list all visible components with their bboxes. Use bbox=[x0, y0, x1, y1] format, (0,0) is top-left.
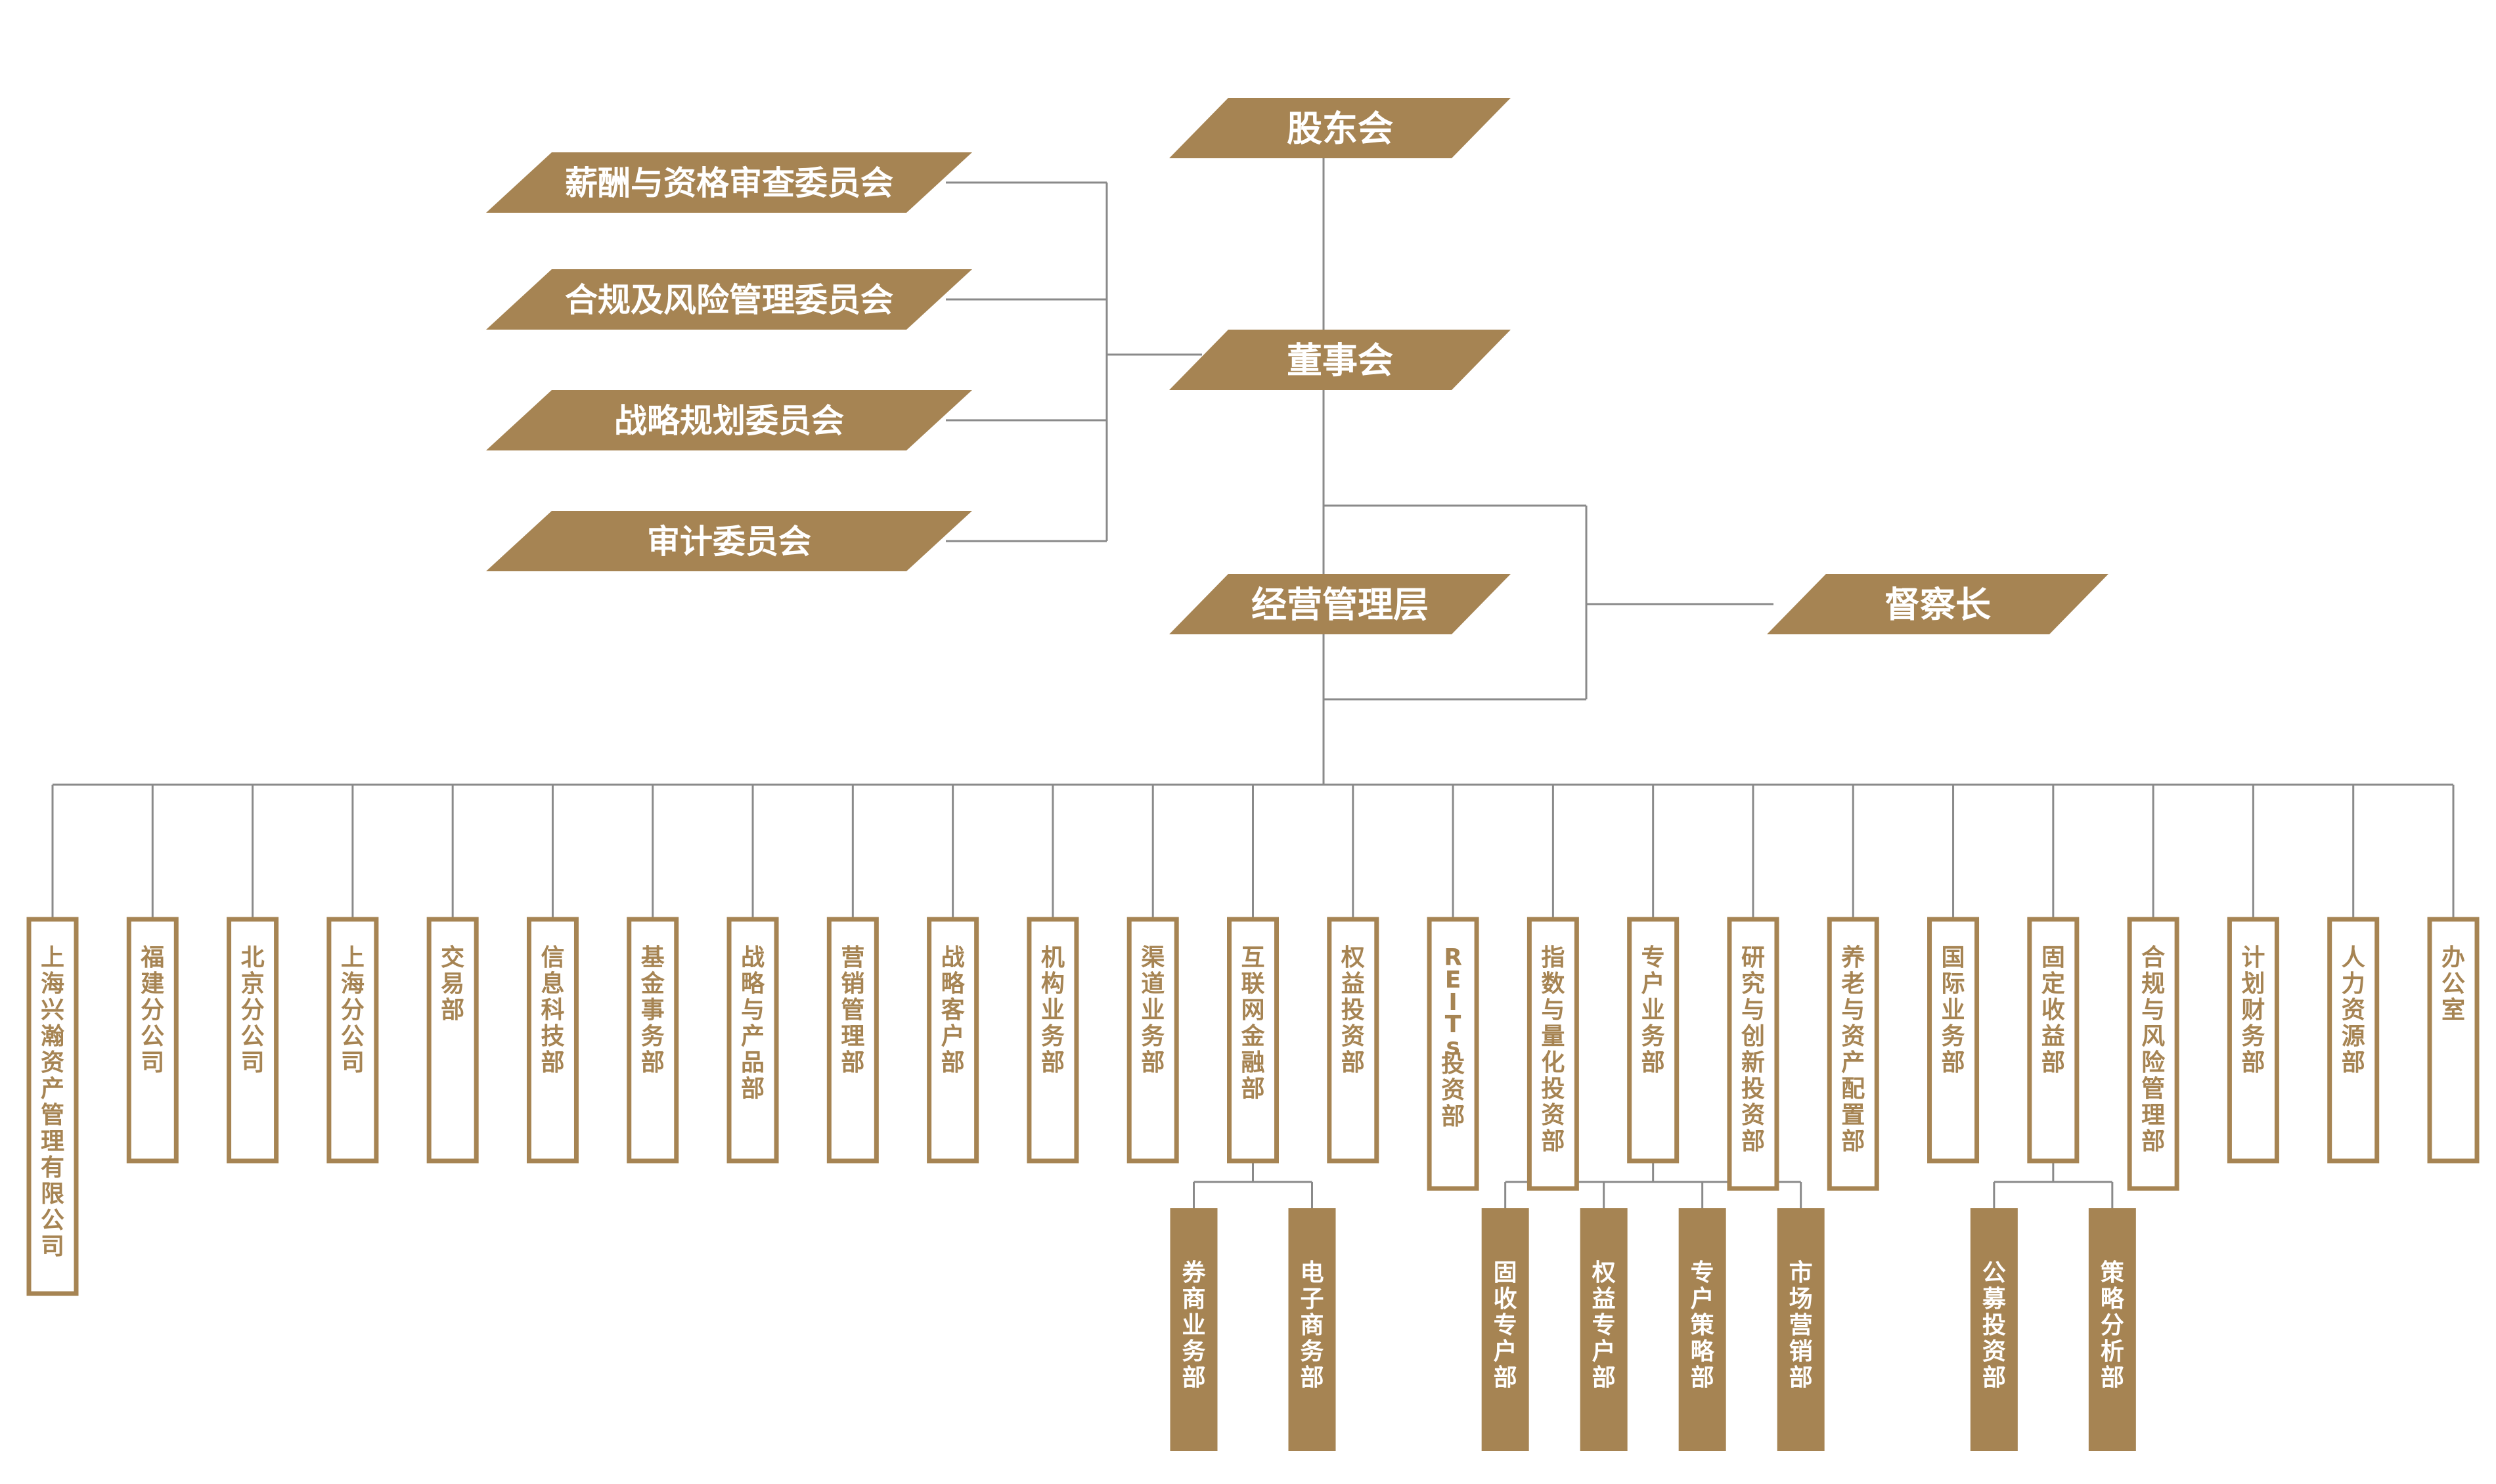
committee-0-shape bbox=[486, 152, 972, 213]
department-8-box bbox=[826, 917, 879, 1164]
committee-3-shape bbox=[486, 511, 972, 571]
department-10-label: 机构业务部 bbox=[1041, 944, 1065, 1076]
department-7-label: 战略与产品部 bbox=[741, 944, 765, 1102]
department-24-label: 办公室 bbox=[2441, 944, 2465, 1024]
department-17-box bbox=[1727, 917, 1779, 1191]
department-12-box bbox=[1227, 917, 1279, 1164]
subdepartment-12-0-box bbox=[1170, 1208, 1218, 1451]
department-4-box bbox=[426, 917, 479, 1164]
department-19-box bbox=[1927, 917, 1980, 1164]
connector-lines bbox=[51, 158, 2455, 1208]
subdepartment-16-2-label: 专户策略部 bbox=[1691, 1259, 1715, 1391]
department-21-box bbox=[2127, 917, 2179, 1191]
committee-1-shape bbox=[486, 269, 972, 330]
subdepartment-16-3-box bbox=[1777, 1208, 1825, 1451]
department-6-label: 基金事务部 bbox=[640, 944, 665, 1076]
department-21-label: 合规与风险管理部 bbox=[2141, 944, 2166, 1155]
board-node-shape bbox=[1169, 330, 1511, 390]
department-23-label: 人力资源部 bbox=[2342, 944, 2365, 1076]
department-2-label: 北京分公司 bbox=[241, 944, 265, 1076]
department-12-label: 互联网金融部 bbox=[1240, 944, 1265, 1102]
shareholders-node-shape bbox=[1169, 98, 1511, 158]
management-node-shape bbox=[1169, 574, 1511, 634]
department-13-label: 权益投资部 bbox=[1341, 944, 1365, 1076]
committee-1-label: 合规及风险管理委员会 bbox=[565, 281, 893, 319]
department-1-box bbox=[126, 917, 179, 1164]
supervisor-node-shape bbox=[1767, 574, 2108, 634]
department-11-label: 渠道业务部 bbox=[1141, 944, 1165, 1076]
department-17-label: 研究与创新投资部 bbox=[1741, 944, 1765, 1155]
supervisor-node-label: 督察长 bbox=[1884, 584, 1991, 625]
department-22-label: 计划财务部 bbox=[2241, 944, 2265, 1076]
department-9-box bbox=[927, 917, 979, 1164]
subdepartment-12-0-label: 券商业务部 bbox=[1182, 1259, 1206, 1391]
department-16-label: 专户业务部 bbox=[1641, 944, 1665, 1076]
department-3-box bbox=[326, 917, 379, 1164]
subdepartment-20-1-box bbox=[2088, 1208, 2136, 1451]
management-node-label: 经营管理层 bbox=[1251, 584, 1429, 625]
subdepartment-20-0-box bbox=[1970, 1208, 2018, 1451]
department-5-label: 信息科技部 bbox=[541, 944, 564, 1076]
subdepartment-20-1-label: 策略分析部 bbox=[2101, 1259, 2125, 1391]
department-15-label: 指数与量化投资部 bbox=[1541, 944, 1565, 1155]
department-20-label: 固定收益部 bbox=[2041, 944, 2065, 1076]
committee-0-label: 薪酬与资格审查委员会 bbox=[565, 164, 893, 202]
department-16-box bbox=[1627, 917, 1680, 1164]
subdepartment-12-1-label: 电子商务部 bbox=[1300, 1259, 1324, 1391]
committee-3-label: 审计委员会 bbox=[647, 523, 811, 561]
department-23-box bbox=[2327, 917, 2380, 1164]
department-18-box bbox=[1827, 917, 1879, 1191]
department-11-box bbox=[1126, 917, 1179, 1164]
department-19-label: 国际业务部 bbox=[1942, 944, 1965, 1076]
subdepartment-16-3-label: 市场营销部 bbox=[1789, 1259, 1813, 1391]
department-3-label: 上海分公司 bbox=[341, 944, 365, 1076]
department-6-box bbox=[627, 917, 679, 1164]
subdepartment-20-0-label: 公募投资部 bbox=[1982, 1259, 2007, 1391]
department-8-label: 营销管理部 bbox=[841, 944, 864, 1076]
department-4-label: 交易部 bbox=[441, 944, 464, 1024]
department-24-box bbox=[2427, 917, 2480, 1164]
subdepartment-16-2-box bbox=[1678, 1208, 1726, 1451]
department-5-box bbox=[526, 917, 579, 1164]
committee-2-label: 战略规划委员会 bbox=[614, 402, 844, 440]
department-0-box bbox=[26, 917, 79, 1296]
shareholders-node-label: 股东会 bbox=[1287, 108, 1393, 149]
department-18-label: 养老与资产配置部 bbox=[1841, 944, 1865, 1155]
department-0-label: 上海兴瀚资产管理有限公司 bbox=[41, 944, 64, 1260]
department-22-box bbox=[2227, 917, 2279, 1164]
subdepartment-16-1-label: 权益专户部 bbox=[1592, 1259, 1616, 1391]
department-20-box bbox=[2027, 917, 2080, 1164]
department-9-label: 战略客户部 bbox=[941, 944, 966, 1076]
department-13-box bbox=[1327, 917, 1379, 1164]
subdepartment-12-1-box bbox=[1288, 1208, 1336, 1451]
committee-2-shape bbox=[486, 390, 972, 450]
department-2-box bbox=[227, 917, 279, 1164]
department-10-box bbox=[1027, 917, 1079, 1164]
subdepartment-16-0-box bbox=[1481, 1208, 1529, 1451]
department-1-label: 福建分公司 bbox=[140, 944, 164, 1076]
department-15-box bbox=[1527, 917, 1579, 1191]
board-node-label: 董事会 bbox=[1287, 339, 1393, 381]
subdepartment-16-0-label: 固收专户部 bbox=[1494, 1259, 1517, 1391]
department-14-box bbox=[1427, 917, 1479, 1191]
subdepartment-16-1-box bbox=[1580, 1208, 1628, 1451]
department-7-box bbox=[726, 917, 779, 1164]
